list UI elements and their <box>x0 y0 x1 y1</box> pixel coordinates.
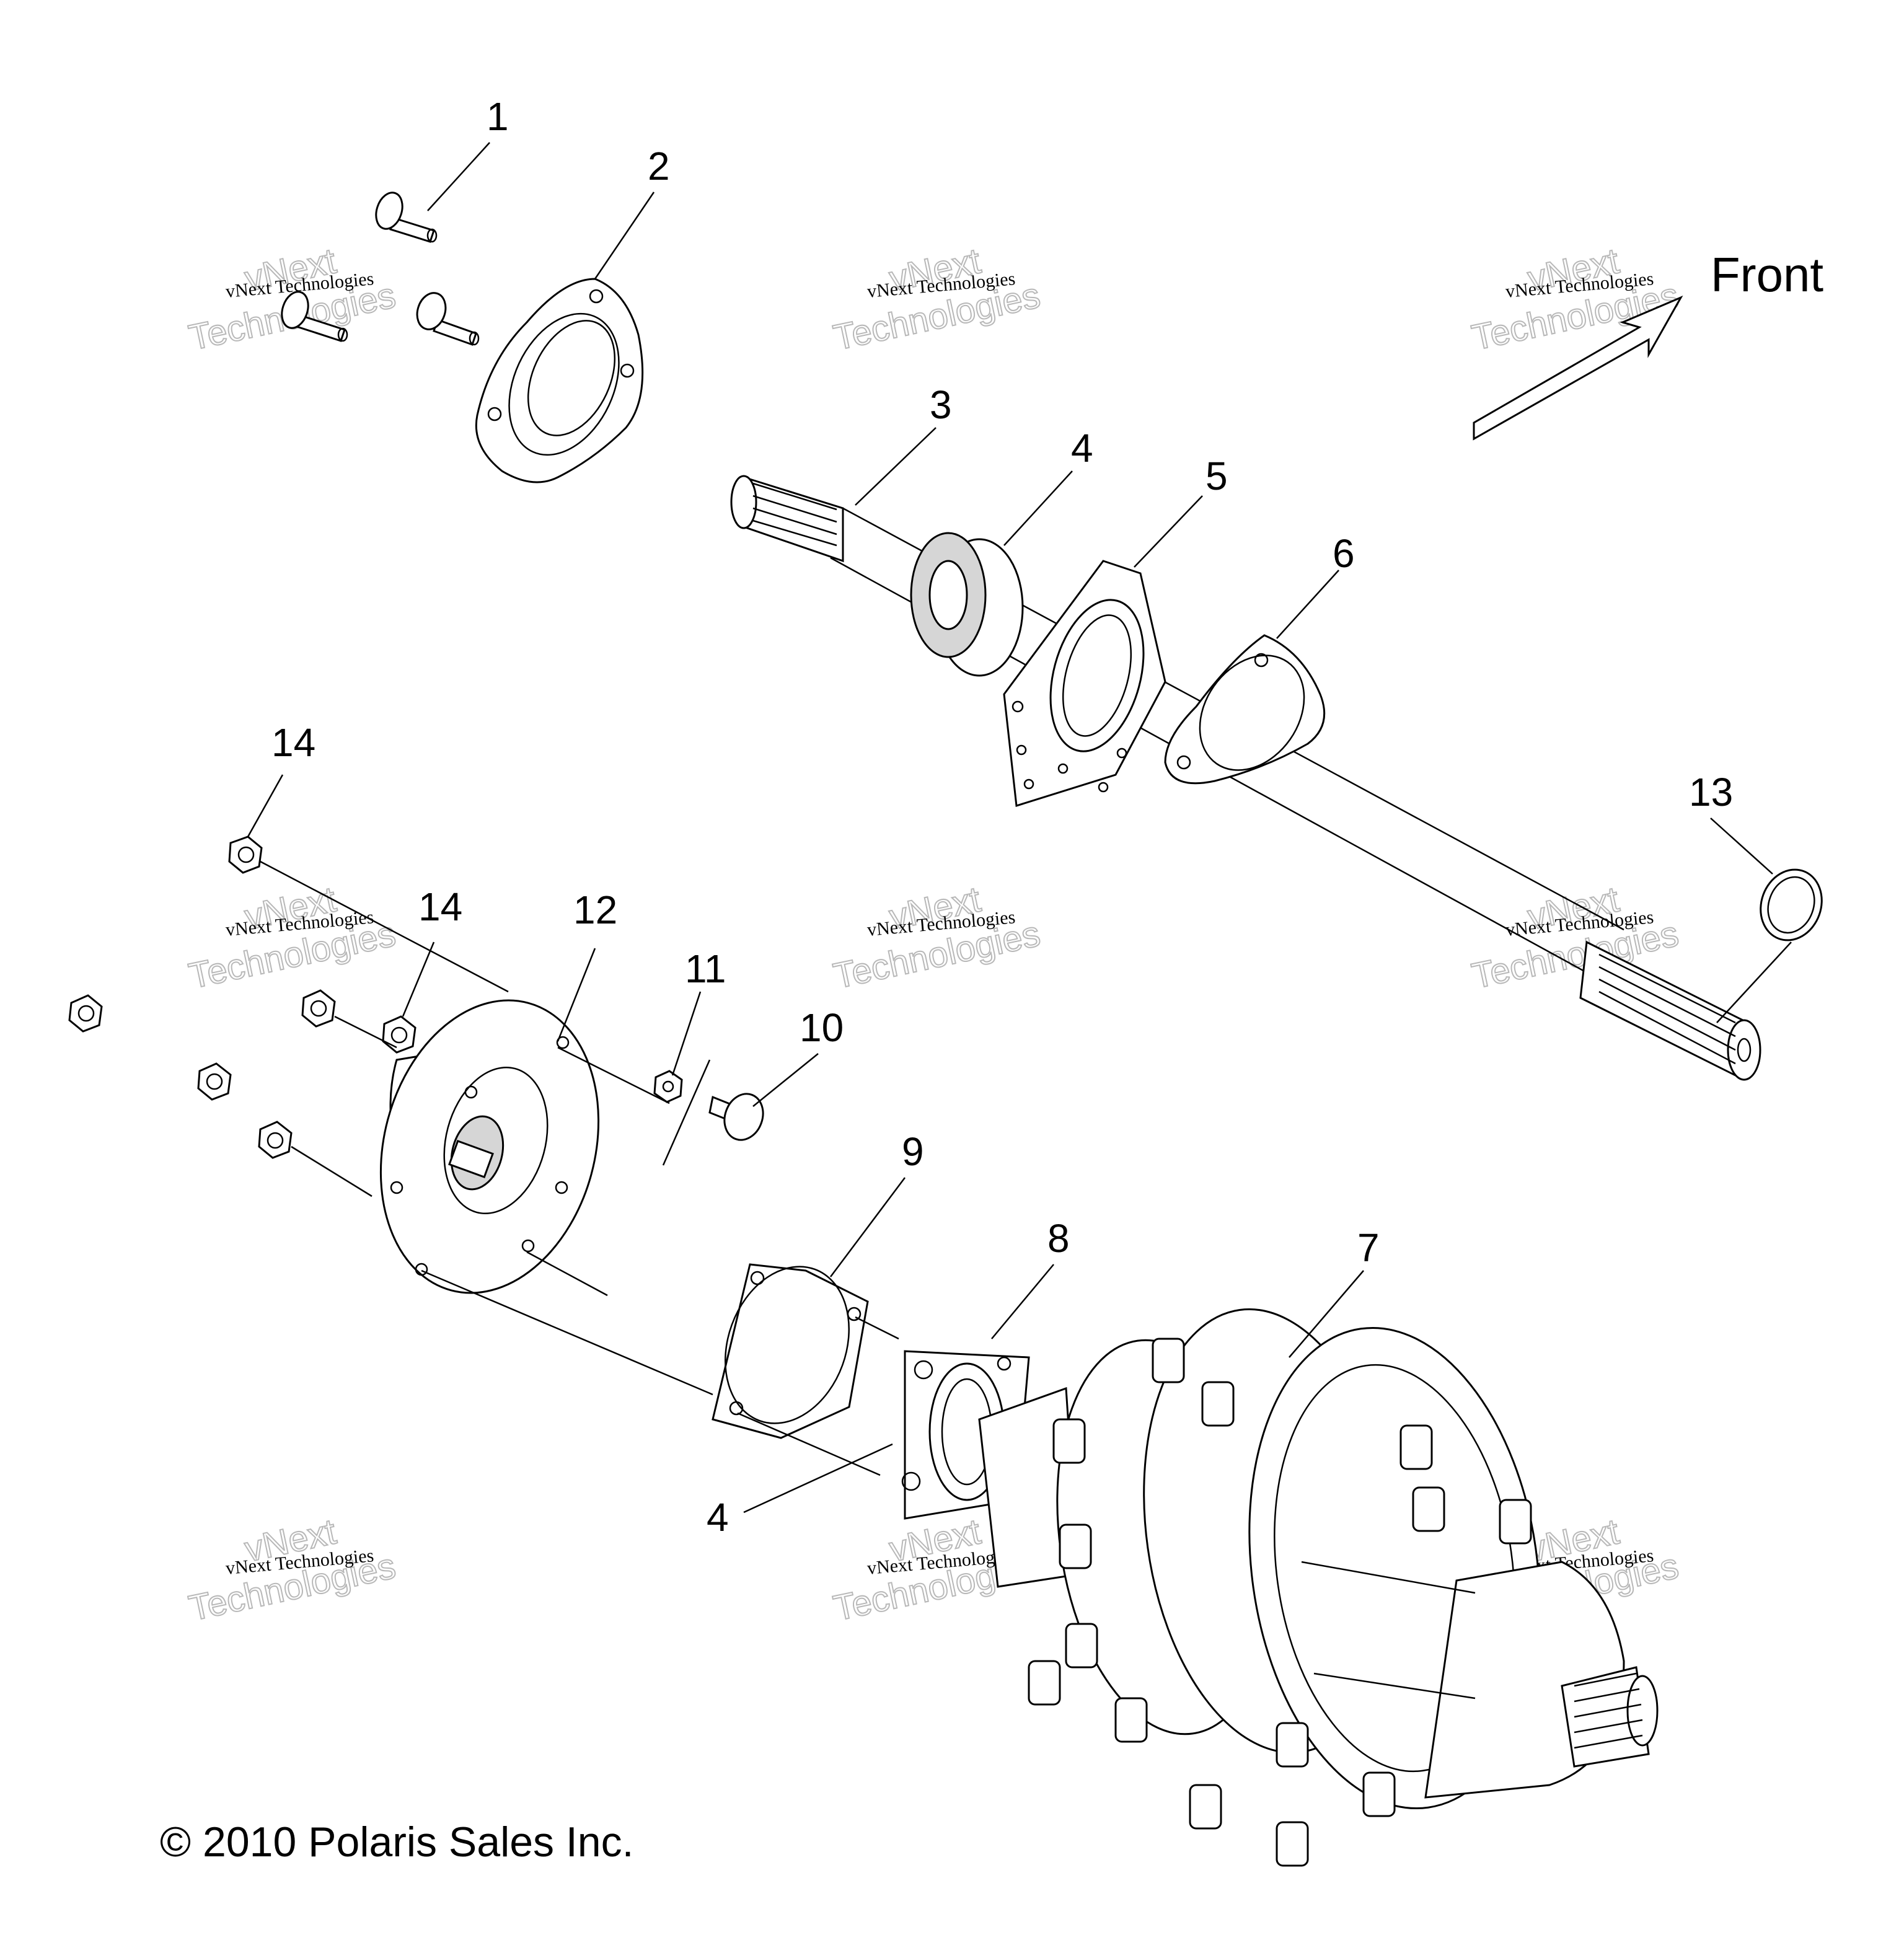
nut-icon <box>197 1062 232 1101</box>
front-direction-indicator: Front <box>1473 247 1823 441</box>
callout-10: 10 <box>800 1005 844 1050</box>
bolt-icon <box>281 291 348 342</box>
callout-3: 3 <box>930 382 952 427</box>
callout-7: 7 <box>1357 1225 1380 1270</box>
callout-4: 4 <box>1071 426 1093 470</box>
watermark: Technologies vNext vNext Technologies <box>829 878 1044 997</box>
part-6-retainer-plate <box>1164 634 1326 785</box>
part-12-hub <box>379 999 713 1396</box>
part-5-bearing-flange <box>1003 560 1166 807</box>
front-arrow-icon <box>1473 295 1683 441</box>
watermark: Technologies vNext vNext Technologies <box>185 1510 400 1629</box>
callout-14-lower: 14 <box>418 884 462 929</box>
callout-14-upper: 14 <box>271 720 315 765</box>
part-9-gasket-plate <box>712 1263 899 1476</box>
callout-12: 12 <box>573 888 617 932</box>
leader-lines <box>247 142 1792 1514</box>
nut-icon <box>382 1015 416 1054</box>
nut-icon <box>258 1121 293 1159</box>
part-3-drive-shaft <box>730 475 1761 1081</box>
nut-icon <box>301 989 336 1028</box>
front-label: Front <box>1711 247 1823 302</box>
part-1-bolts <box>281 192 480 346</box>
bolt-icon <box>416 292 480 346</box>
part-13-o-ring <box>1760 868 1823 941</box>
callout-4-lower: 4 <box>707 1495 729 1540</box>
watermark: Technologies vNext vNext Technologies <box>185 878 400 997</box>
callout-11: 11 <box>685 946 726 991</box>
callout-1: 1 <box>487 94 509 139</box>
callout-13: 13 <box>1689 770 1733 814</box>
part-10-pin <box>708 1093 764 1141</box>
watermark: Technologies vNext vNext Technologies <box>829 240 1044 358</box>
callout-2: 2 <box>648 144 670 188</box>
callout-5: 5 <box>1205 454 1228 498</box>
copyright-notice: © 2010 Polaris Sales Inc. <box>160 1819 634 1866</box>
callout-numbers: 1 2 3 4 5 6 14 13 14 12 11 10 9 8 7 4 <box>271 94 1733 1540</box>
callout-6: 6 <box>1333 531 1355 576</box>
part-4-bearing-upper <box>910 532 1024 677</box>
nut-icon <box>228 836 263 874</box>
part-7-drive-sprocket <box>978 1308 1659 1867</box>
part-2-flange-plate <box>475 278 644 483</box>
nut-icon <box>68 994 103 1033</box>
bolt-icon <box>375 192 438 243</box>
callout-8: 8 <box>1047 1216 1070 1261</box>
callout-9: 9 <box>902 1129 924 1174</box>
part-14-nuts <box>68 836 509 1197</box>
part-11-washer <box>653 1059 711 1166</box>
